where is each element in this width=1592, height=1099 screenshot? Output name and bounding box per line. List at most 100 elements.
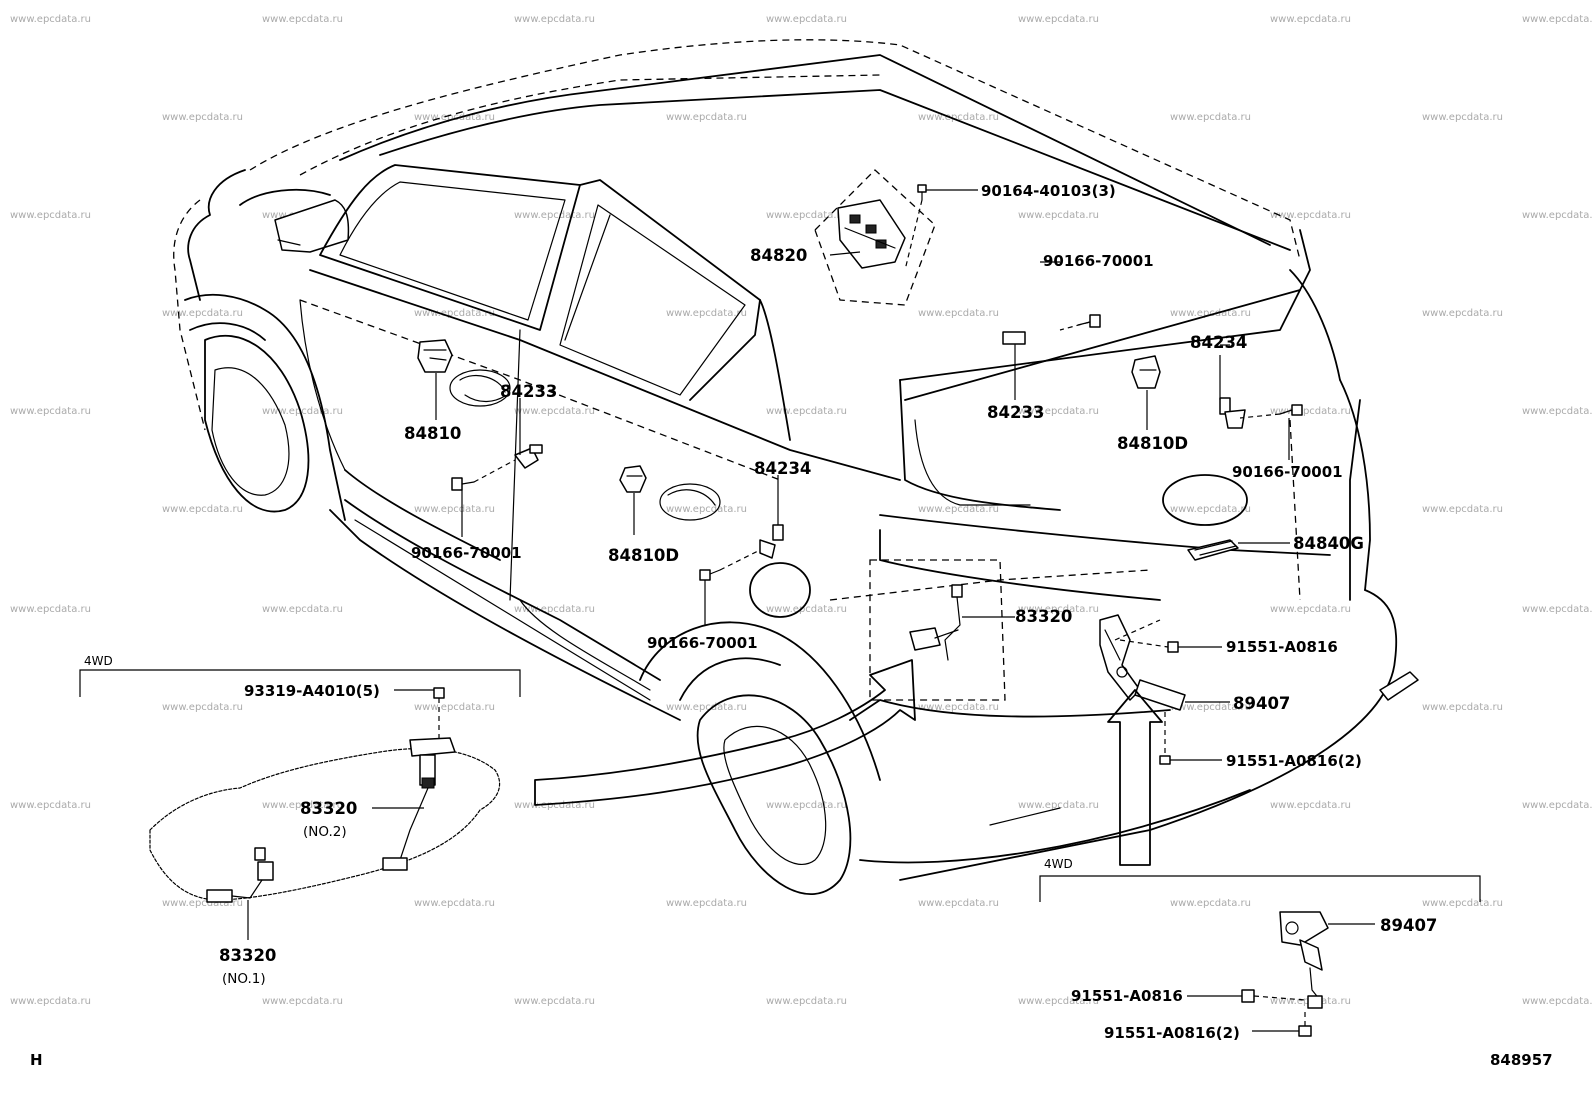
label-83320-no2-sub: (NO.2) [303, 824, 347, 840]
watermark-text: www.epcdata.ru [918, 308, 999, 319]
part-90166-70001-left-screw[interactable] [451, 477, 475, 491]
watermark-text: www.epcdata.ru [162, 308, 243, 319]
watermark-text: www.epcdata.ru [1270, 604, 1351, 615]
label-84233-left[interactable]: 84233 [500, 382, 557, 401]
watermark-text: www.epcdata.ru [666, 898, 747, 909]
watermark-text: www.epcdata.ru [1270, 800, 1351, 811]
watermark-text: www.epcdata.ru [918, 702, 999, 713]
watermark-text: www.epcdata.ru [1422, 702, 1503, 713]
label-91551-A0816-main[interactable]: 91551-A0816 [1226, 638, 1338, 656]
label-84810D-mid[interactable]: 84810D [608, 546, 679, 565]
watermark-text: www.epcdata.ru [1422, 898, 1503, 909]
watermark-text: www.epcdata.ru [1170, 308, 1251, 319]
view-arrow-up [1107, 689, 1163, 866]
part-84233-right-courtesy-switch[interactable] [1002, 331, 1026, 361]
label-84820[interactable]: 84820 [750, 246, 807, 265]
label-90164-40103[interactable]: 90164-40103(3) [981, 182, 1116, 200]
watermark-text: www.epcdata.ru [414, 112, 495, 123]
label-91551-A0816-4wd[interactable]: 91551-A0816 [1071, 987, 1183, 1005]
label-90166-70001-top[interactable]: 90166-70001 [1043, 252, 1154, 270]
label-83320-no2[interactable]: 83320 [300, 799, 357, 818]
vehicle-body-outline [173, 39, 1419, 895]
watermark-text: www.epcdata.ru [262, 996, 343, 1007]
label-4wd-right: 4WD [1044, 857, 1073, 871]
part-84820-switch[interactable] [814, 169, 936, 306]
watermark-text: www.epcdata.ru [918, 898, 999, 909]
label-83320-no1[interactable]: 83320 [219, 946, 276, 965]
watermark-text: www.epcdata.ru [414, 308, 495, 319]
part-84810-front-switch[interactable] [417, 339, 453, 373]
label-84233-right[interactable]: 84233 [987, 403, 1044, 422]
view-arrow-left [534, 659, 916, 806]
watermark-text: www.epcdata.ru [1270, 210, 1351, 221]
watermark-text: www.epcdata.ru [1018, 604, 1099, 615]
watermark-text: www.epcdata.ru [1170, 112, 1251, 123]
callout-leaders [247, 189, 1375, 1032]
label-90166-70001-right[interactable]: 90166-70001 [1232, 463, 1343, 481]
label-4wd-left: 4WD [84, 654, 113, 668]
part-84810D-right-switch[interactable] [1131, 355, 1161, 389]
watermark-text: www.epcdata.ru [514, 210, 595, 221]
label-83320-main[interactable]: 83320 [1015, 607, 1072, 626]
part-84810D-rear-door-switch[interactable] [619, 465, 647, 493]
watermark-text: www.epcdata.ru [766, 14, 847, 25]
label-84840G[interactable]: 84840G [1293, 534, 1364, 553]
part-89407-main-height-sensor[interactable] [1099, 614, 1186, 765]
main-leader-lines [473, 199, 1281, 648]
footer-diagram-number: 848957 [1490, 1051, 1553, 1069]
watermark-text: www.epcdata.ru [1270, 14, 1351, 25]
part-84234-right-courtesy-switch[interactable] [1219, 397, 1246, 429]
watermark-layer: www.epcdata.ru www.epcdata.ru www.epcdata.… [10, 14, 1592, 1007]
watermark-text: www.epcdata.ru [1522, 996, 1592, 1007]
label-84234-right[interactable]: 84234 [1190, 333, 1247, 352]
part-84840G-back-door-switch[interactable] [1187, 539, 1239, 561]
part-83320-main-sensor[interactable] [869, 559, 1006, 701]
label-84810[interactable]: 84810 [404, 424, 461, 443]
watermark-text: www.epcdata.ru [918, 112, 999, 123]
watermark-text: www.epcdata.ru [918, 504, 999, 515]
label-84810D-right[interactable]: 84810D [1117, 434, 1188, 453]
watermark-text: www.epcdata.ru [766, 406, 847, 417]
part-90166-70001-right-screw[interactable] [1279, 404, 1303, 416]
watermark-text: www.epcdata.ru [514, 604, 595, 615]
watermark-text: www.epcdata.ru [1170, 504, 1251, 515]
footer-left-code: H [30, 1051, 43, 1069]
watermark-text: www.epcdata.ru [514, 14, 595, 25]
watermark-text: www.epcdata.ru [414, 898, 495, 909]
part-90166-70001-mid-screw[interactable] [699, 569, 721, 581]
label-93319-A4010[interactable]: 93319-A4010(5) [244, 682, 380, 700]
label-90166-70001-left[interactable]: 90166-70001 [411, 544, 522, 562]
watermark-text: www.epcdata.ru [10, 14, 91, 25]
watermark-text: www.epcdata.ru [1522, 800, 1592, 811]
watermark-text: www.epcdata.ru [262, 604, 343, 615]
label-89407-4wd[interactable]: 89407 [1380, 916, 1437, 935]
part-84234-mid-courtesy-switch[interactable] [759, 524, 784, 559]
label-89407-main[interactable]: 89407 [1233, 694, 1290, 713]
watermark-text: www.epcdata.ru [766, 996, 847, 1007]
rear-door-handle [659, 483, 721, 521]
watermark-text: www.epcdata.ru [162, 898, 243, 909]
label-91551-A0816-2-main[interactable]: 91551-A0816(2) [1226, 752, 1362, 770]
watermark-text: www.epcdata.ru [1018, 996, 1099, 1007]
label-90166-70001-mid[interactable]: 90166-70001 [647, 634, 758, 652]
label-91551-A0816-2-4wd[interactable]: 91551-A0816(2) [1104, 1024, 1240, 1042]
watermark-text: www.epcdata.ru [514, 406, 595, 417]
watermark-text: www.epcdata.ru [1270, 406, 1351, 417]
watermark-text: www.epcdata.ru [10, 210, 91, 221]
watermark-text: www.epcdata.ru [766, 800, 847, 811]
watermark-text: www.epcdata.ru [162, 112, 243, 123]
watermark-text: www.epcdata.ru [162, 702, 243, 713]
watermark-text: www.epcdata.ru [1422, 308, 1503, 319]
watermark-text: www.epcdata.ru [1018, 406, 1099, 417]
watermark-text: www.epcdata.ru [666, 308, 747, 319]
watermark-text: www.epcdata.ru [514, 996, 595, 1007]
part-90166-70001-top-screw[interactable] [1077, 314, 1101, 328]
watermark-text: www.epcdata.ru [414, 702, 495, 713]
watermark-text: www.epcdata.ru [262, 406, 343, 417]
watermark-text: www.epcdata.ru [262, 14, 343, 25]
part-84233-left-courtesy-switch[interactable] [514, 444, 543, 469]
watermark-text: www.epcdata.ru [766, 210, 847, 221]
label-84234-mid[interactable]: 84234 [754, 459, 811, 478]
watermark-text: www.epcdata.ru [514, 800, 595, 811]
